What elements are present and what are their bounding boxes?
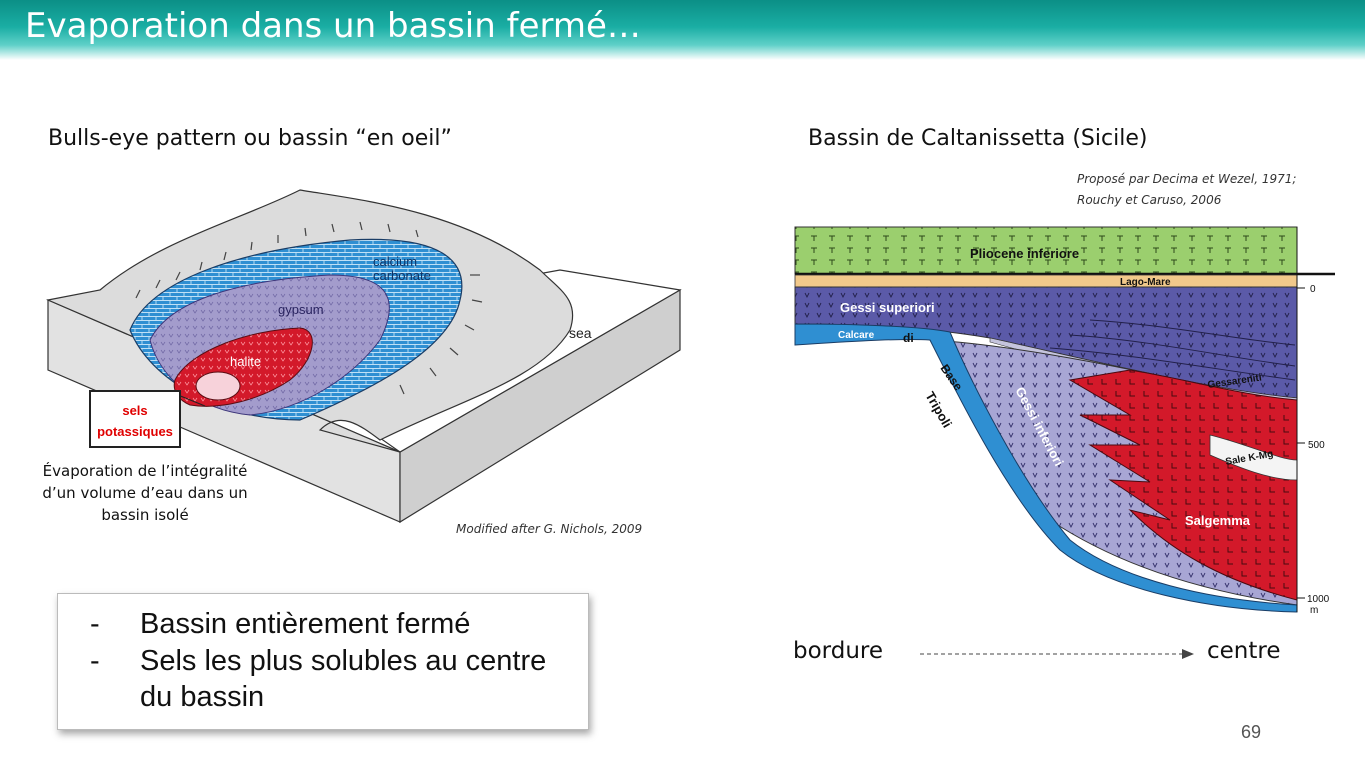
depth-tick-500: 500	[1308, 440, 1325, 451]
right-credit-line-1: Proposé par Decima et Wezel, 1971;	[1077, 172, 1297, 186]
right-heading: Bassin de Caltanissetta (Sicile)	[808, 126, 1148, 151]
label-gypsum: gypsum	[278, 302, 324, 317]
label-carbonate: carbonate	[373, 268, 431, 283]
bullet-box: - Bassin entièrement fermé - Sels les pl…	[57, 593, 589, 730]
bordure-centre-arrow	[920, 649, 1194, 659]
label-gessi-superiori: Gessi superiori	[840, 300, 935, 315]
bullet-item-1: Bassin entièrement fermé	[140, 608, 471, 640]
gessi-superiori-pattern	[795, 287, 1297, 398]
potassic-word-1: sels	[122, 403, 148, 418]
left-caption: Évaporation de l’intégralité d’un volume…	[42, 462, 248, 524]
depth-axis	[1296, 227, 1305, 612]
depth-tick-0: 0	[1310, 284, 1316, 295]
title-banner	[0, 0, 1365, 60]
slide-title: Evaporation dans un bassin fermé…	[25, 6, 641, 46]
bordure-label: bordure	[793, 638, 884, 664]
bullet-item-2-line-2: du bassin	[140, 681, 265, 713]
label-pliocene: Pliocene inferiore	[970, 246, 1079, 261]
depth-tick-1000: 1000	[1307, 594, 1330, 605]
potassic-core	[195, 371, 241, 401]
lago-mare-unit	[794, 274, 1298, 288]
left-credit: Modified after G. Nichols, 2009	[456, 522, 643, 536]
label-tripoli: Tripoli	[922, 389, 954, 430]
bullseye-block-diagram: calcium carbonate gypsum halite sea	[45, 189, 682, 524]
label-calcare: Calcare	[838, 330, 875, 341]
potassic-salts-box: sels potassiques	[89, 390, 181, 448]
potassic-word-2: potassiques	[97, 424, 173, 439]
label-lago-mare: Lago-Mare	[1120, 277, 1171, 288]
right-credit-line-2: Rouchy et Caruso, 2006	[1077, 193, 1222, 207]
left-heading: Bulls-eye pattern ou bassin “en oeil”	[48, 126, 452, 151]
label-salgemma: Salgemma	[1185, 513, 1251, 528]
bullet-dash-2: -	[90, 645, 100, 677]
slope-hachures	[135, 221, 483, 395]
label-sea: sea	[569, 325, 592, 341]
salgemma-unit	[1068, 369, 1298, 601]
depth-unit: m	[1310, 605, 1318, 615]
bullet-dash-1: -	[90, 608, 100, 640]
pliocene-unit	[794, 226, 1298, 275]
label-halite: halite	[230, 354, 261, 369]
gessi-superiori-lines	[1049, 319, 1296, 381]
centre-label: centre	[1207, 638, 1281, 664]
label-di: di	[903, 331, 914, 345]
potassic-leader-line	[177, 394, 206, 407]
caltanissetta-cross-section: 0 500 1000 m Pliocene inferiore Lago-Mar…	[794, 226, 1335, 615]
label-calcium: calcium	[373, 254, 417, 269]
page-number: 69	[1241, 722, 1262, 742]
bullet-item-2-line-1: Sels les plus solubles au centre	[140, 645, 547, 677]
